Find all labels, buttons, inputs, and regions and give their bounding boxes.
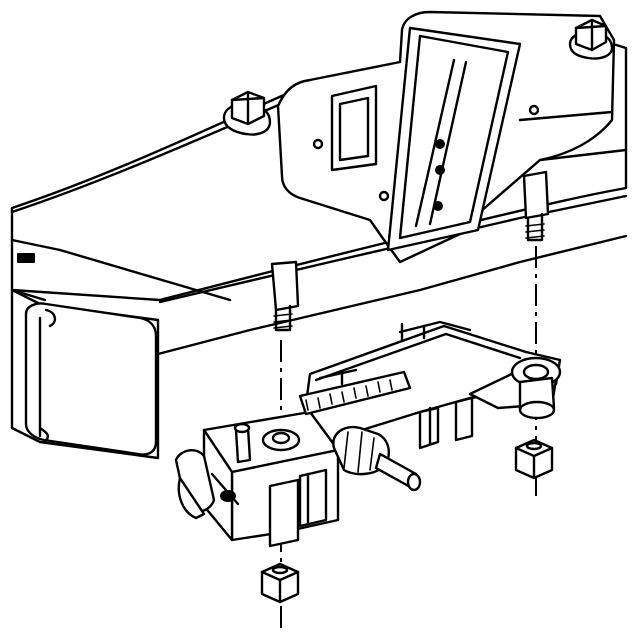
bolt-icon xyxy=(270,260,300,312)
crossmember-hole xyxy=(435,165,445,175)
lower-nut-left xyxy=(260,562,300,604)
upper-frame-nut-left xyxy=(222,90,272,136)
crossmember-gusset xyxy=(386,26,522,252)
bolt-icon xyxy=(522,170,550,220)
frame-rail-tab xyxy=(17,253,35,263)
mounting-bolt-right xyxy=(522,170,550,242)
crossmember-hole xyxy=(433,201,443,211)
crossmember-hole xyxy=(435,139,445,149)
frame-rail-top-edge xyxy=(10,94,302,214)
steering-linkage xyxy=(298,320,562,492)
crossmember-window xyxy=(330,84,378,172)
upper-frame-nut-right xyxy=(568,18,614,60)
steering-damper-bracket xyxy=(174,324,562,548)
frame-crossmember xyxy=(276,10,628,264)
lower-nut-right xyxy=(514,438,554,480)
frame-rail-lower-flange xyxy=(10,234,628,356)
mounting-bolt-left xyxy=(270,260,300,332)
frame-end-cap xyxy=(10,288,160,460)
